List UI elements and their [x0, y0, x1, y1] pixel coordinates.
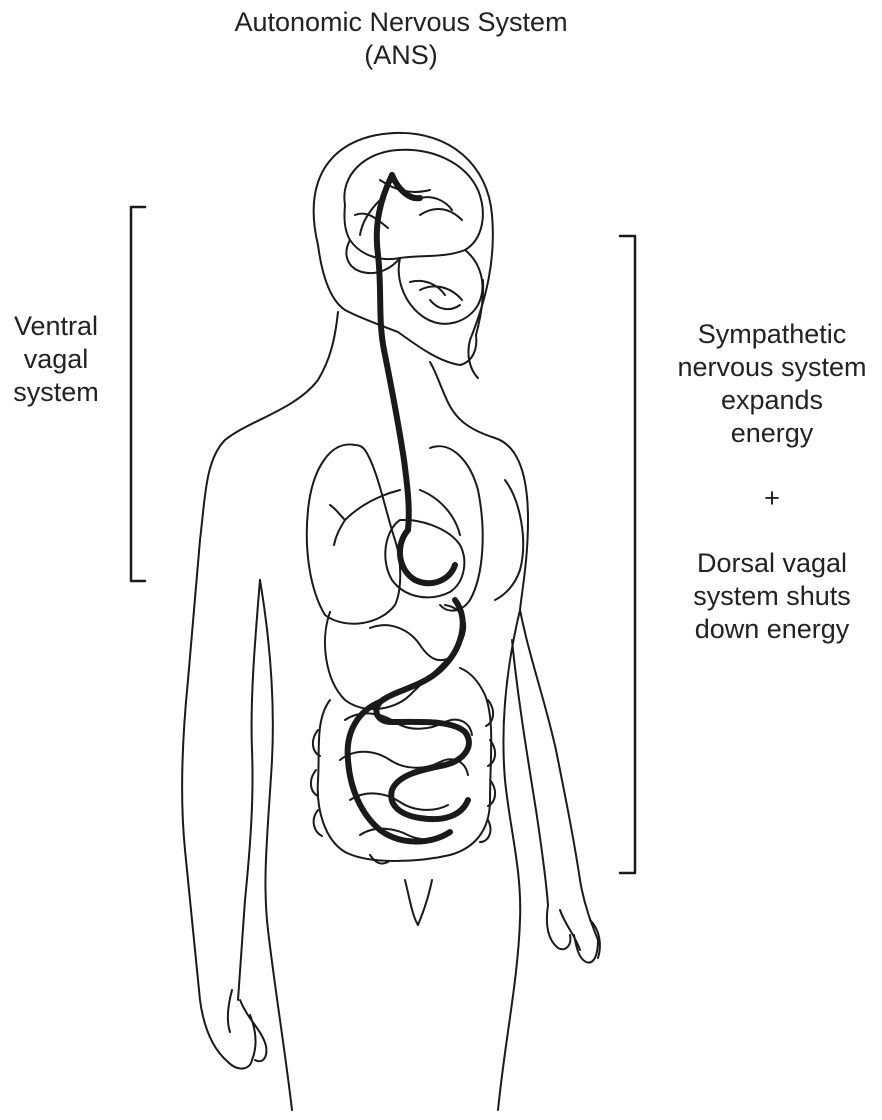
- vagus-nerve: [348, 175, 469, 842]
- colon-bumps-right: [480, 700, 495, 842]
- hair-outline: [314, 133, 493, 378]
- left-lung: [307, 444, 400, 623]
- left-hand: [228, 990, 267, 1069]
- face-branch: [410, 281, 460, 309]
- left-arm-outer: [182, 680, 228, 1062]
- chin-line: [430, 362, 446, 398]
- vagus-gut-loop: [376, 600, 469, 819]
- vagus-brain-branch: [392, 175, 420, 198]
- stomach-inner: [370, 625, 455, 660]
- breast-line: [495, 480, 523, 600]
- right-arm-outer: [520, 610, 598, 940]
- right-hand: [547, 905, 600, 963]
- sympathetic-dorsal-bracket: [620, 236, 635, 873]
- left-torso-side: [260, 580, 292, 1110]
- crotch-line: [405, 880, 432, 925]
- vagus-main-trunk: [377, 175, 409, 530]
- brain: [344, 150, 482, 324]
- ventral-bracket: [131, 207, 145, 581]
- colon-bumps-left: [311, 730, 322, 836]
- body-outline: [182, 133, 600, 1110]
- rectum: [370, 855, 388, 864]
- brain-upper: [344, 150, 482, 259]
- left-lung-vessel-2: [330, 505, 345, 520]
- colon-outer: [318, 668, 492, 861]
- face-outline: [398, 280, 483, 365]
- hair-inner: [318, 245, 398, 332]
- brain-fold-2: [420, 209, 462, 220]
- brain-fold-3: [355, 214, 388, 228]
- face-fold: [420, 286, 462, 300]
- left-neck-shoulder: [188, 312, 338, 680]
- vagus-heart-loop: [400, 530, 455, 583]
- lungs: [307, 444, 483, 623]
- left-arm-inner: [238, 580, 260, 1000]
